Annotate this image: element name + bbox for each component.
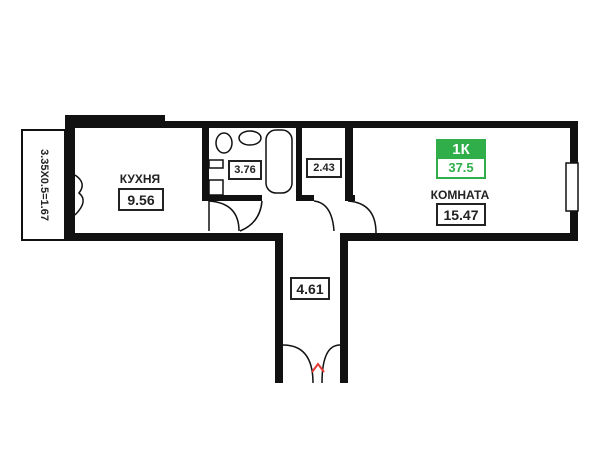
bathroom-area: 3.76: [228, 160, 262, 180]
apartment-total-area: 37.5: [448, 160, 474, 175]
entrance-door: [282, 344, 341, 384]
storage-door: [313, 200, 335, 232]
wall-bath-storage: [296, 128, 302, 201]
wall-storage-room: [345, 128, 353, 201]
corridor-wall-right: [340, 233, 348, 383]
window: [565, 162, 579, 212]
balcony-door: [74, 174, 84, 216]
bath-door: [239, 200, 263, 232]
wall-kitchen-bath: [202, 128, 209, 200]
sink-icon: [238, 130, 262, 146]
room-label: КОМНАТА: [430, 188, 490, 202]
room-door: [347, 200, 377, 234]
balcony-dimensions: 3.35X0.5=1.67: [38, 149, 50, 221]
apartment-badge: 1К 37.5: [436, 139, 486, 179]
storage-area: 2.43: [306, 158, 342, 178]
balcony: [21, 129, 66, 241]
hallway-area: 4.61: [290, 277, 330, 300]
toilet-icon: [215, 132, 233, 154]
wall-top: [65, 121, 578, 128]
kitchen-label: КУХНЯ: [119, 172, 161, 186]
kitchen-door: [208, 200, 240, 232]
corridor-wall-left: [275, 233, 283, 383]
kitchen-area: 9.56: [118, 188, 164, 211]
wall-bottom-right: [340, 233, 578, 241]
bathtub-icon: [265, 129, 293, 194]
wall-left: [65, 115, 75, 241]
wall-bath-bottom: [202, 195, 262, 201]
wall-bottom-left: [65, 233, 283, 241]
apartment-type: 1К: [438, 141, 484, 159]
room-area: 15.47: [436, 203, 486, 226]
entrance-arrow-icon: [311, 362, 325, 373]
